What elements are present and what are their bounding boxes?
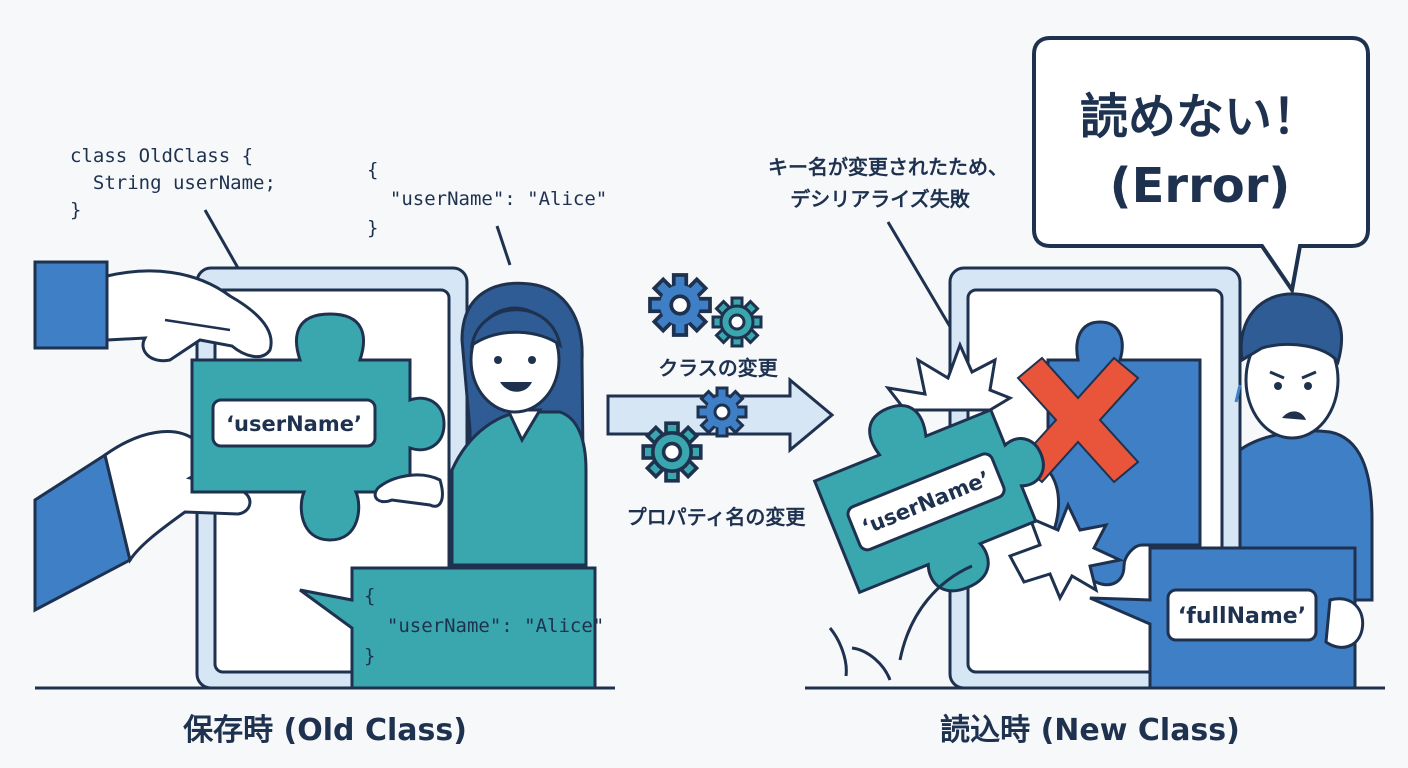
right-caption: 読込時 (New Class) — [940, 713, 1240, 748]
motion-line — [828, 627, 848, 677]
impact-burst — [1007, 501, 1125, 602]
json-pointer-line — [495, 225, 512, 266]
hand-bottom — [33, 430, 252, 613]
code-pointer-line — [203, 209, 240, 269]
property-change-label: プロパティ名の変更 — [627, 505, 807, 529]
gear-icon — [641, 421, 703, 483]
code-class-line-2: String userName; — [70, 172, 276, 194]
motion-line — [898, 564, 973, 661]
motion-line — [851, 646, 892, 681]
hand-holding-card — [1324, 597, 1365, 649]
gear-icon — [711, 296, 763, 348]
fullname-label: ‘fullName’ — [1178, 604, 1306, 629]
hand-top — [33, 260, 273, 363]
json-top-line-1: { — [367, 159, 378, 181]
annotation-line-2: デシリアライズ失敗 — [790, 187, 970, 211]
right-panel: 読めない！ (Error) キー名が変更されたため、 デシリアライズ失敗 ‘us… — [768, 36, 1385, 748]
puzzle-piece-username-rejected: ‘userName’ — [812, 404, 1045, 595]
class-change-label: クラスの変更 — [658, 356, 779, 380]
gear-icon — [696, 386, 748, 438]
impact-burst — [884, 340, 1014, 412]
error-speech-bubble: 読めない！ (Error) — [1032, 36, 1370, 296]
speech-line-1: 読めない！ — [1080, 89, 1320, 145]
json-bubble-line-1: { — [364, 585, 375, 607]
json-bubble-line-3: } — [364, 645, 375, 667]
gear-icon — [648, 273, 712, 337]
json-top-line-2: "userName": "Alice" — [367, 188, 607, 210]
transition-middle: クラスの変更 プロパティ名の変更 — [606, 273, 835, 529]
puzzle-piece-username: ‘userName’ — [190, 312, 446, 542]
woman-user — [373, 281, 588, 567]
json-bubble-line-2: "userName": "Alice" — [364, 615, 604, 637]
left-panel: class OldClass { String userName; } { "u… — [33, 145, 615, 748]
code-class-line-3: } — [70, 199, 81, 221]
annotation-line-1: キー名が変更されたため、 — [768, 155, 1008, 179]
fullname-card: ‘fullName’ — [1089, 546, 1365, 690]
left-piece-label: ‘userName’ — [226, 412, 362, 436]
json-top-line-3: } — [367, 217, 378, 239]
code-class-line-1: class OldClass { — [70, 145, 253, 167]
left-json-bubble: { "userName": "Alice" } — [299, 566, 604, 690]
speech-line-2: (Error) — [1110, 158, 1291, 214]
left-caption: 保存時 (Old Class) — [183, 713, 467, 748]
